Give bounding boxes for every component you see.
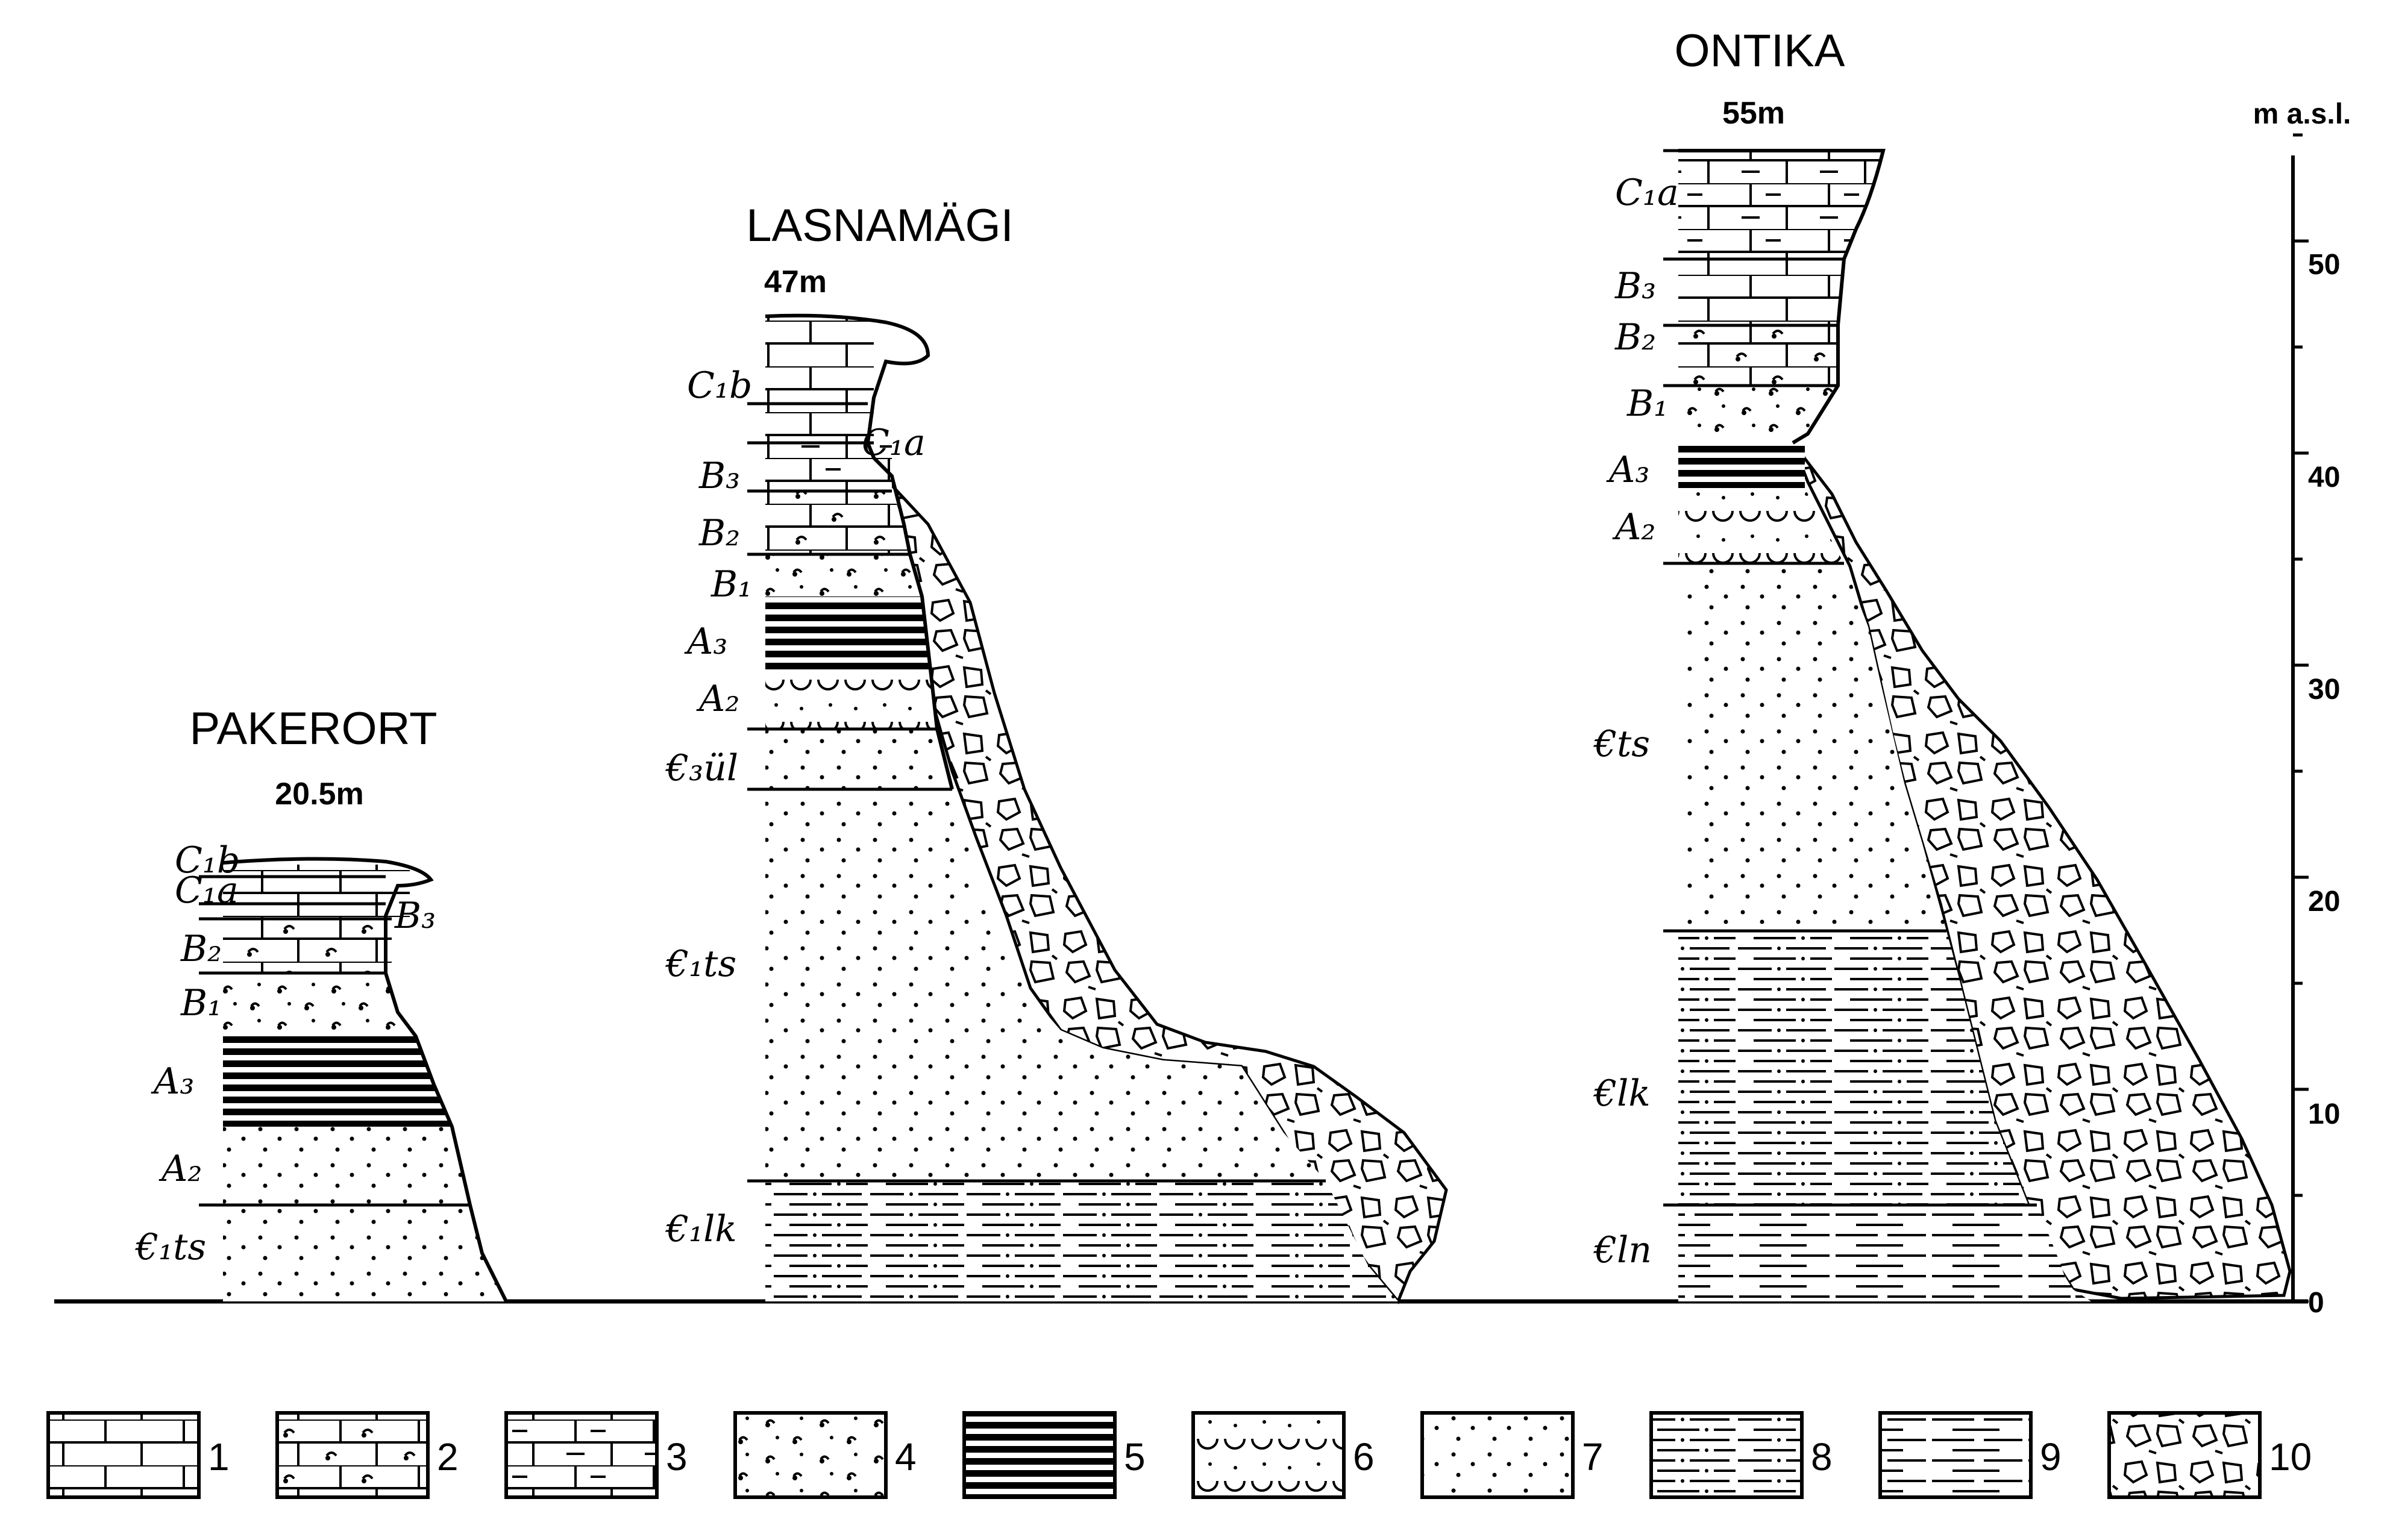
pakerort-title: PAKERORT xyxy=(189,703,437,754)
axis-tick-label: 20 xyxy=(2308,886,2340,918)
lasnamagi-layer-label: B₁ xyxy=(710,563,752,606)
pakerort-layer-label: A₃ xyxy=(151,1060,194,1103)
ontika-layer-label: B₂ xyxy=(1614,316,1656,358)
legend-swatch-9 xyxy=(1878,1411,2033,1499)
section-lasnamagi xyxy=(747,313,1448,1304)
legend-label: 4 xyxy=(895,1435,917,1479)
legend-label: 3 xyxy=(666,1435,688,1479)
ontika-layer-label: €lk xyxy=(1593,1072,1651,1115)
legend-label: 5 xyxy=(1124,1435,1146,1479)
pakerort-profile xyxy=(222,857,508,1303)
axis-tick-label: 0 xyxy=(2308,1287,2324,1319)
elevation-axis xyxy=(2291,133,2309,1303)
lasnamagi-layer-label: €₃ül xyxy=(665,747,738,789)
legend-swatch-1 xyxy=(46,1411,201,1499)
ontika-layer-label: C₁a xyxy=(1615,172,1679,214)
lasnamagi-title: LASNAMÄGI xyxy=(746,200,1013,251)
legend-label: 10 xyxy=(2269,1435,2312,1479)
legend-swatch-3 xyxy=(504,1411,659,1499)
legend-label: 7 xyxy=(1582,1435,1604,1479)
legend-swatch-7 xyxy=(1420,1411,1575,1499)
pakerort-layer-label: B₁ xyxy=(180,982,222,1024)
lasnamagi-layer-label: B₃ xyxy=(698,455,740,497)
lasnamagi-layer-label: B₂ xyxy=(698,512,740,554)
legend-label: 6 xyxy=(1353,1435,1375,1479)
pakerort-layer-label: C₁b xyxy=(175,839,240,881)
axis-tick-label: 30 xyxy=(2308,674,2340,706)
pakerort-layer-label: €₁ts xyxy=(134,1226,206,1268)
ontika-profile xyxy=(1678,149,1886,445)
axis-tick-label: 40 xyxy=(2308,462,2340,493)
ontika-layer-label: €ts xyxy=(1593,723,1650,765)
lasnamagi-layer-label: €₁lk xyxy=(665,1208,737,1250)
legend: 1 2 3 4 5 6 7 8 9 10 xyxy=(46,1411,2312,1499)
lasnamagi-layer-label: €₁ts xyxy=(665,943,736,985)
legend-swatch-6 xyxy=(1191,1411,1346,1499)
legend-label: 2 xyxy=(437,1435,459,1479)
pakerort-elevation: 20.5m xyxy=(275,777,363,812)
pakerort-layer-label: B₂ xyxy=(180,928,222,970)
axis-tick-label: 10 xyxy=(2308,1098,2340,1130)
legend-swatch-2 xyxy=(275,1411,430,1499)
legend-label: 8 xyxy=(1811,1435,1833,1479)
lasnamagi-talus xyxy=(883,474,1448,1304)
lasnamagi-side-label: C₁a xyxy=(862,422,926,464)
ontika-layer-label: B₁ xyxy=(1626,383,1668,425)
pakerort-side-label: B₃ xyxy=(394,895,436,937)
axis-tick-label: 50 xyxy=(2308,249,2340,281)
legend-label: 1 xyxy=(208,1435,230,1479)
lasnamagi-profile xyxy=(765,313,954,790)
axis-unit-label: m a.s.l. xyxy=(2253,98,2351,130)
ontika-title: ONTIKA xyxy=(1675,25,1845,77)
lasnamagi-layer-label: A₃ xyxy=(684,621,727,663)
lasnamagi-layer-label: C₁b xyxy=(687,365,752,407)
ontika-elevation: 55m xyxy=(1722,96,1785,131)
ontika-layer-label: €ln xyxy=(1593,1229,1652,1271)
section-pakerort xyxy=(199,857,508,1303)
ontika-layer-label: A₃ xyxy=(1606,449,1649,491)
lasnamagi-layer-label: A₂ xyxy=(696,678,739,720)
lasnamagi-elevation: 47m xyxy=(764,264,827,299)
pakerort-layer-label: A₂ xyxy=(158,1148,202,1190)
legend-label: 9 xyxy=(2040,1435,2062,1479)
ontika-layer-label: B₃ xyxy=(1614,265,1656,307)
ontika-layer-label: A₂ xyxy=(1612,506,1655,548)
legend-swatch-8 xyxy=(1649,1411,1804,1499)
section-ontika xyxy=(1663,149,2292,1301)
pakerort-layer-label: C₁a xyxy=(175,869,239,912)
legend-swatch-4 xyxy=(733,1411,888,1499)
legend-swatch-5 xyxy=(962,1411,1117,1499)
legend-swatch-10 xyxy=(2107,1411,2262,1499)
